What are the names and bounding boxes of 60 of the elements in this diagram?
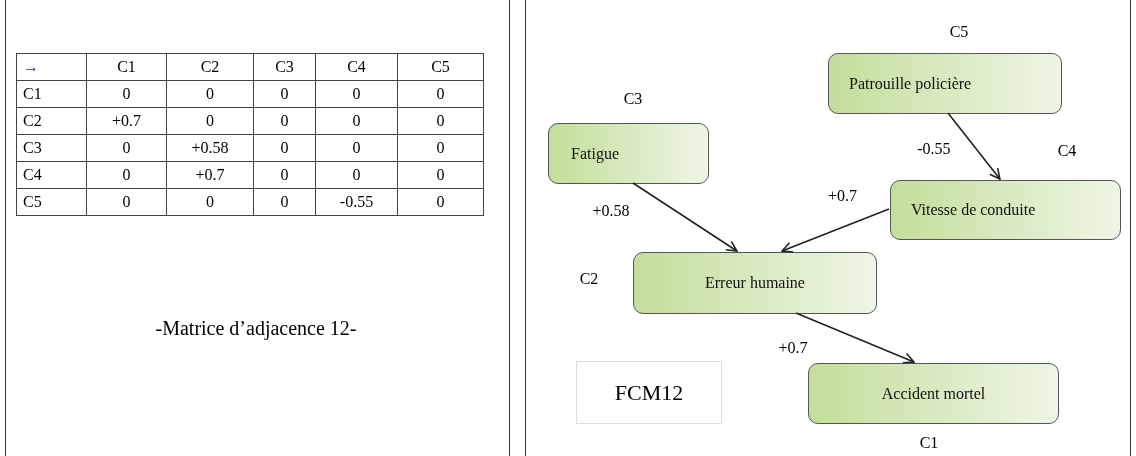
panel: [5, 0, 510, 456]
table-cell: +0.7: [86, 107, 167, 135]
table-cell: 0: [86, 134, 167, 162]
caption: -Matrice d’adjacence 12-: [155, 316, 357, 340]
header-cell: C4: [315, 53, 398, 81]
arrow: [632, 182, 738, 252]
table-cell: 0: [166, 80, 254, 108]
table-cell: 0: [397, 134, 484, 162]
header-cell: C5: [16, 188, 87, 216]
node-label: Erreur humaine: [705, 274, 805, 292]
table-cell: 0: [86, 161, 167, 189]
concept-box: [548, 123, 709, 184]
header-cell: C3: [16, 134, 87, 162]
table-cell: 0: [253, 134, 316, 162]
arrow: [947, 112, 1001, 180]
header-cell: →: [16, 53, 87, 81]
concept-id: C3: [623, 90, 643, 108]
concept-id: C2: [579, 270, 599, 288]
arrow: [781, 208, 890, 253]
node-label: Vitesse de conduite: [911, 201, 1036, 219]
table-cell: -0.55: [315, 188, 398, 216]
table-cell: 0: [253, 161, 316, 189]
concept-box: [890, 180, 1121, 240]
table-cell: 0: [397, 161, 484, 189]
header-cell: C1: [86, 53, 167, 81]
table-cell: 0: [397, 188, 484, 216]
table-cell: 0: [315, 161, 398, 189]
concept-box: [828, 53, 1062, 114]
node-label: Fatigue: [571, 144, 619, 163]
concept-box: [633, 252, 877, 314]
table-cell: 0: [253, 188, 316, 216]
header-cell: C5: [397, 53, 484, 81]
table-cell: 0: [315, 134, 398, 162]
arrow: [795, 312, 915, 364]
concept-box: [808, 363, 1059, 424]
table-cell: 0: [253, 80, 316, 108]
node-label: Patrouille policière: [849, 74, 972, 93]
table-cell: +0.7: [166, 161, 254, 189]
header-cell: C3: [253, 53, 316, 81]
node-label: Accident mortel: [881, 384, 986, 403]
header-cell: C2: [166, 53, 254, 81]
table-cell: 0: [397, 80, 484, 108]
table-cell: 0: [315, 80, 398, 108]
header-cell: C1: [16, 80, 87, 108]
table-cell: 0: [166, 188, 254, 216]
caption-box: [576, 361, 722, 424]
node-label: FCM12: [614, 379, 684, 406]
concept-id: C5: [949, 23, 969, 41]
table-cell: 0: [86, 188, 167, 216]
concept-id: C4: [1057, 142, 1077, 160]
table-cell: 0: [397, 107, 484, 135]
table-cell: 0: [315, 107, 398, 135]
table-cell: 0: [86, 80, 167, 108]
concept-id: C1: [919, 434, 939, 452]
header-cell: C2: [16, 107, 87, 135]
table-cell: +0.58: [166, 134, 254, 162]
header-cell: C4: [16, 161, 87, 189]
table-cell: 0: [166, 107, 254, 135]
table-cell: 0: [253, 107, 316, 135]
panel: [525, 0, 1131, 456]
